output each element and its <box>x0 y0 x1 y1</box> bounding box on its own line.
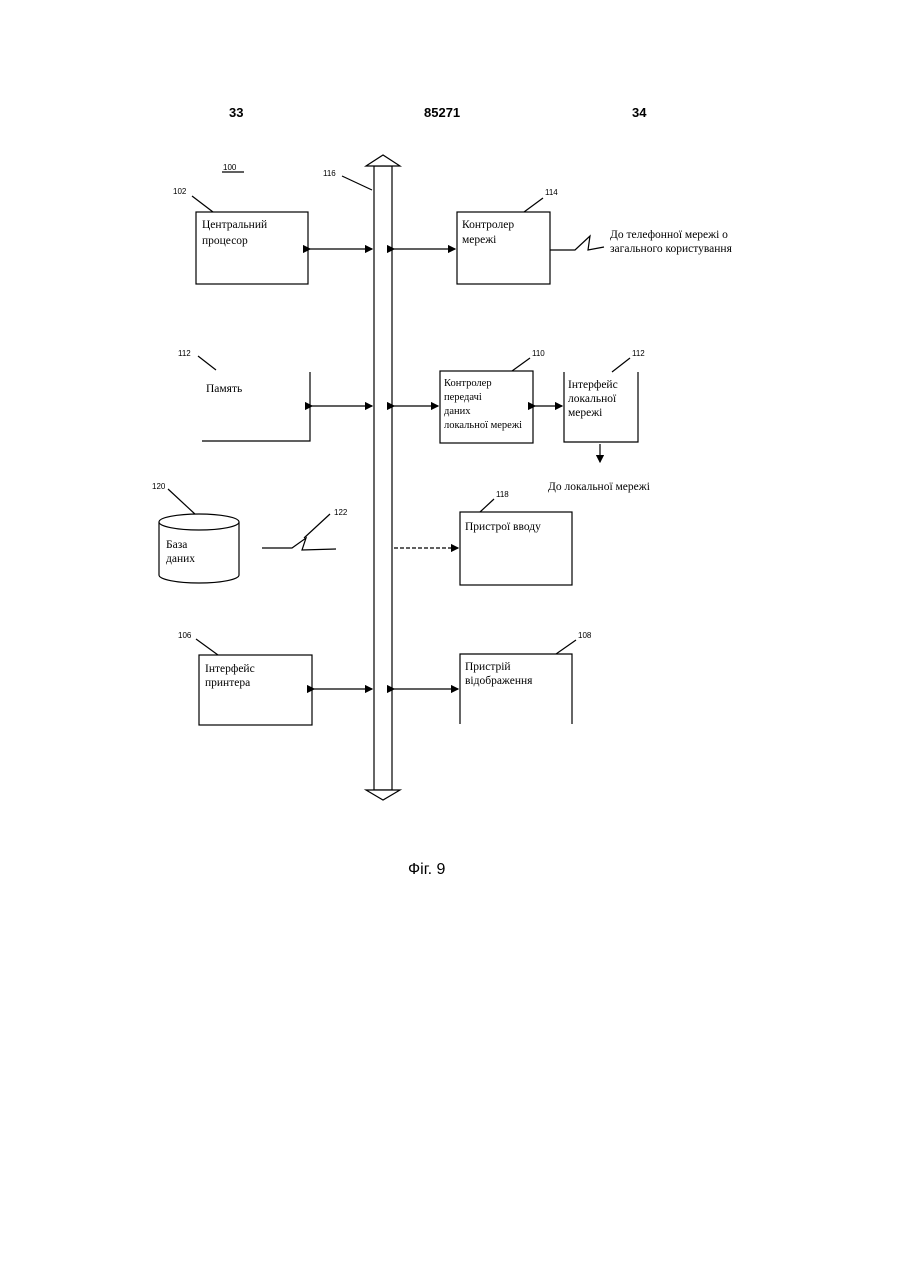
lan-data-controller-ref-leader <box>512 358 530 371</box>
phone-network-label-line2: загального користування <box>610 243 733 255</box>
network-controller-label-line2: мережі <box>462 234 496 246</box>
cpu-ref-label: 102 <box>173 187 187 196</box>
system-ref-label: 100 <box>223 163 237 172</box>
memory-label: Память <box>206 383 242 395</box>
display-device-label-line2: відображення <box>465 675 533 687</box>
lan-network-label: До локальної мережі <box>548 481 650 493</box>
lan-data-controller-label-line2: передачі <box>444 392 482 403</box>
printer-interface-label-line1: Інтерфейс <box>205 663 255 675</box>
database-label-line1: База <box>166 539 187 551</box>
memory-ref-label: 112 <box>178 349 191 358</box>
network-controller-ref-leader <box>524 198 543 212</box>
network-controller-ref-label: 114 <box>545 188 558 197</box>
display-device-label-line1: Пристрій <box>465 661 511 673</box>
lan-data-controller-label-line4: локальної мережі <box>444 420 522 431</box>
lan-interface-label-line1: Інтерфейс <box>568 379 618 391</box>
wireless-link-ref-leader <box>304 514 330 538</box>
input-devices-ref-leader <box>480 499 494 512</box>
system-bus <box>366 155 400 800</box>
input-devices-ref-label: 118 <box>496 490 509 499</box>
phone-network-label-line1: До телефонної мережі о <box>610 229 728 241</box>
display-device-ref-leader <box>556 640 576 654</box>
cpu-ref-leader <box>192 196 213 212</box>
lan-interface-ref-label: 112 <box>632 349 645 358</box>
bus-ref-label: 116 <box>323 169 336 178</box>
wireless-link-ref-label: 122 <box>334 508 348 517</box>
network-controller-label-line1: Контролер <box>462 219 514 231</box>
phone-link-zigzag <box>550 236 604 250</box>
printer-interface-label-line2: принтера <box>205 677 250 689</box>
input-devices-label: Пристрої вводу <box>465 521 541 533</box>
database-ref-leader <box>168 489 196 515</box>
printer-interface-ref-label: 106 <box>178 631 192 640</box>
display-device-ref-label: 108 <box>578 631 592 640</box>
wireless-link-zigzag <box>262 538 336 550</box>
lan-data-controller-label-line3: даних <box>444 406 471 417</box>
figure-caption: Фіг. 9 <box>408 861 445 879</box>
lan-data-controller-label-line1: Контролер <box>444 378 492 389</box>
lan-data-controller-ref-label: 110 <box>532 349 545 358</box>
database-ref-label: 120 <box>152 482 166 491</box>
lan-interface-ref-leader <box>612 358 630 372</box>
cpu-label-line1: Центральний <box>202 219 267 231</box>
memory-ref-leader <box>198 356 216 370</box>
cpu-label-line2: процесор <box>202 235 248 247</box>
bus-ref-leader <box>342 176 372 190</box>
lan-interface-label-line2: локальної <box>568 393 617 405</box>
lan-interface-label-line3: мережі <box>568 407 602 419</box>
printer-interface-ref-leader <box>196 639 218 655</box>
database-label-line2: даних <box>166 553 195 565</box>
